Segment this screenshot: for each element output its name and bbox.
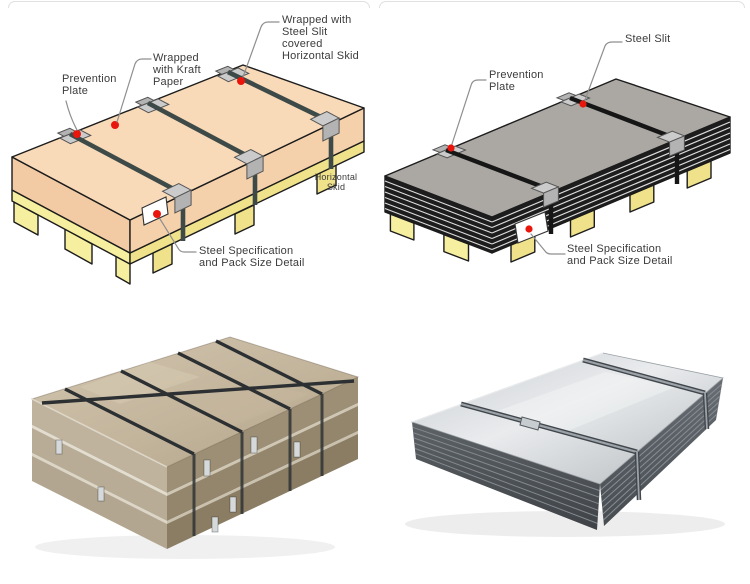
corner-protectors xyxy=(161,110,341,214)
strap-buckle xyxy=(519,416,541,431)
label-horizontal-skid: Horizontal Skid xyxy=(314,172,358,192)
callout-dot-steel-slit xyxy=(579,100,587,108)
sheet-top-face xyxy=(410,352,724,485)
label-wrapped-steel-slit: Wrapped with Steel Slit covered Horizont… xyxy=(282,14,359,62)
callout-dot-kraft xyxy=(111,121,119,129)
card-top-border-right xyxy=(379,1,745,8)
leader-lines xyxy=(451,41,623,255)
panel-photo-sheets xyxy=(375,292,750,584)
label-steel-spec: Steel Specification and Pack Size Detail xyxy=(567,243,673,267)
label-wrapped-kraft: Wrapped with Kraft Paper xyxy=(153,52,201,88)
callout-dot-prevention xyxy=(73,130,81,138)
ground-shadow xyxy=(35,535,335,559)
straps xyxy=(68,69,334,241)
ground-shadow xyxy=(405,511,725,537)
steel-sheets-photo xyxy=(405,352,725,537)
callout-dot-spec xyxy=(525,225,533,233)
panel-slit-diagram: Steel Slit Prevention Plate Steel Specif… xyxy=(375,0,750,292)
sheet-stack-top-face xyxy=(384,78,731,218)
callout-markers xyxy=(73,77,245,218)
corner-protectors xyxy=(530,130,686,208)
callout-dot-spec xyxy=(153,210,161,218)
horizontal-skid-deck xyxy=(11,140,365,265)
label-prevention-plate: Prevention Plate xyxy=(62,73,117,97)
panel-photo-wrapped xyxy=(0,292,375,584)
kraft-pack-body xyxy=(11,64,365,254)
photo-straps xyxy=(460,357,710,501)
sheet-stack-sides xyxy=(412,378,723,530)
label-prevention-plate: Prevention Plate xyxy=(489,69,544,93)
wrapped-bundles-photo xyxy=(30,336,360,559)
photo-strap-verticals xyxy=(192,394,324,536)
callout-dot-prevention xyxy=(447,144,455,152)
callout-markers xyxy=(447,100,587,233)
card-top-border-left xyxy=(8,1,370,8)
photo-straps xyxy=(41,339,355,456)
kraft-pack-illustration xyxy=(11,21,365,285)
label-steel-spec: Steel Specification and Pack Size Detail xyxy=(199,245,305,269)
leader-lines xyxy=(65,21,280,253)
steel-stack-illustration xyxy=(384,41,731,263)
panel-kraft-diagram: Prevention Plate Wrapped with Kraft Pape… xyxy=(0,0,375,292)
label-steel-slit: Steel Slit xyxy=(625,33,671,45)
strap-clips xyxy=(55,436,301,533)
callout-dot-slit xyxy=(237,77,245,85)
bundle-stack xyxy=(32,377,358,549)
